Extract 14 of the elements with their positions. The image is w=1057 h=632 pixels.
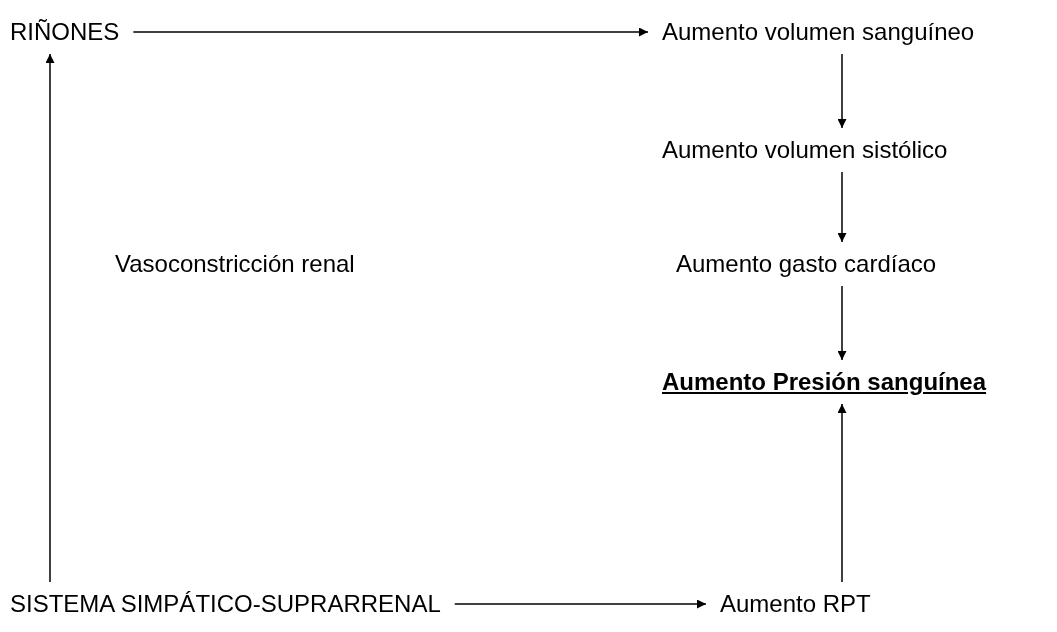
arrow: [837, 285, 847, 361]
arrow: [45, 53, 55, 583]
arrow: [837, 403, 847, 583]
process-text: Aumento RPT: [720, 590, 871, 618]
process-text: RIÑONES: [10, 18, 120, 46]
arrow: [132, 27, 649, 37]
arrow: [454, 599, 707, 609]
process-text: Aumento Presión sanguínea: [662, 368, 987, 396]
arrow: [837, 171, 847, 243]
process-text: Aumento gasto cardíaco: [676, 250, 937, 278]
arrow: [837, 53, 847, 129]
process-text: Aumento volumen sanguíneo: [662, 18, 975, 46]
process-text: Aumento volumen sistólico: [662, 136, 948, 164]
process-text: SISTEMA SIMPÁTICO-SUPRARRENAL: [10, 590, 441, 618]
